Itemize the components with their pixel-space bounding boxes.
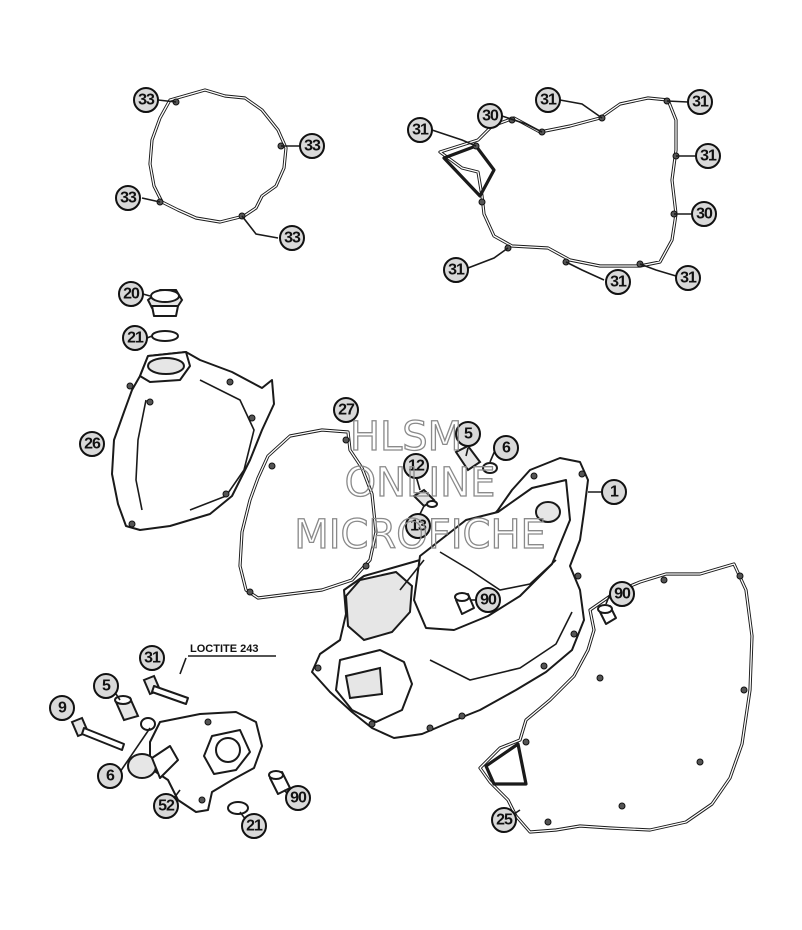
- callout-33-b: 33: [299, 133, 325, 159]
- callout-5-b: 5: [93, 673, 119, 699]
- callout-90-c: 90: [285, 785, 311, 811]
- svg-text:5: 5: [102, 678, 111, 695]
- svg-text:90: 90: [614, 586, 631, 603]
- svg-text:6: 6: [106, 768, 115, 785]
- washer-13: [426, 500, 438, 508]
- callout-90-b: 90: [609, 581, 635, 607]
- callout-31-d: 31: [695, 143, 721, 169]
- svg-text:33: 33: [304, 138, 321, 155]
- watermark-line-1: HLSM: [350, 414, 462, 460]
- callout-20: 20: [118, 281, 144, 307]
- loctite-note: LOCTITE 243: [179, 643, 276, 675]
- svg-text:30: 30: [482, 108, 499, 125]
- svg-text:31: 31: [610, 274, 627, 291]
- svg-text:1: 1: [610, 484, 619, 501]
- svg-text:31: 31: [540, 92, 557, 109]
- callout-26: 26: [79, 431, 105, 457]
- watermark-line-3: MICROFICHE: [294, 512, 546, 558]
- svg-text:6: 6: [502, 440, 511, 457]
- callout-31-c: 31: [687, 89, 713, 115]
- svg-text:21: 21: [127, 330, 144, 347]
- dowel-pin-90-a: [454, 592, 475, 615]
- callout-90-a: 90: [475, 587, 501, 613]
- plug-5-bottom: [114, 695, 140, 722]
- svg-text:31: 31: [144, 650, 161, 667]
- callout-33-c: 33: [115, 185, 141, 211]
- dowel-pin-90-c: [268, 770, 291, 795]
- svg-text:31: 31: [448, 262, 465, 279]
- svg-text:12: 12: [408, 458, 425, 475]
- callout-6-b: 6: [97, 763, 123, 789]
- svg-text:5: 5: [464, 426, 473, 443]
- callout-33-a: 33: [133, 87, 159, 113]
- gasket-25: [478, 562, 754, 834]
- bolt-31-small: [142, 674, 189, 705]
- oil-filler-plug: [146, 289, 184, 317]
- svg-text:90: 90: [290, 790, 307, 807]
- watermark-line-2: ONLINE: [345, 460, 496, 506]
- svg-text:31: 31: [692, 94, 709, 111]
- svg-text:31: 31: [700, 148, 717, 165]
- bolt-9: [70, 716, 125, 751]
- watermark: HLSM ONLINE MICROFICHE: [294, 413, 547, 558]
- svg-text:27: 27: [338, 402, 355, 419]
- callout-30-b: 30: [691, 201, 717, 227]
- callout-27: 27: [333, 397, 359, 423]
- callout-31-e: 31: [443, 257, 469, 283]
- washer-6-bottom: [140, 717, 156, 731]
- callout-21-a: 21: [122, 325, 148, 351]
- callout-30-a: 30: [477, 103, 503, 129]
- callout-31-h: 31: [139, 645, 165, 671]
- callout-31-a: 31: [407, 117, 433, 143]
- gasket-33: [148, 88, 288, 224]
- svg-text:90: 90: [480, 592, 497, 609]
- gasket-27: [238, 428, 378, 600]
- svg-text:33: 33: [138, 92, 155, 109]
- callout-33-d: 33: [279, 225, 305, 251]
- callout-31-f: 31: [605, 269, 631, 295]
- washer-6-top: [482, 462, 498, 474]
- loctite-label: LOCTITE 243: [190, 643, 258, 655]
- o-ring-21-bottom: [227, 801, 249, 815]
- water-pump-cover-52: [127, 711, 263, 813]
- callout-5-a: 5: [455, 421, 481, 447]
- callout-52: 52: [153, 793, 179, 819]
- callout-31-g: 31: [675, 265, 701, 291]
- callout-25: 25: [491, 807, 517, 833]
- svg-text:31: 31: [680, 270, 697, 287]
- callout-31-b: 31: [535, 87, 561, 113]
- callout-9: 9: [49, 695, 75, 721]
- o-ring-21-top: [151, 330, 179, 342]
- svg-text:33: 33: [284, 230, 301, 247]
- svg-text:25: 25: [496, 812, 513, 829]
- svg-text:13: 13: [410, 518, 427, 535]
- svg-text:20: 20: [123, 286, 140, 303]
- callout-21-b: 21: [241, 813, 267, 839]
- engine-case-1: [311, 457, 589, 739]
- svg-text:26: 26: [84, 436, 101, 453]
- callout-1: 1: [601, 479, 627, 505]
- svg-text:33: 33: [120, 190, 137, 207]
- gasket-30-31: [438, 96, 680, 268]
- svg-text:9: 9: [58, 700, 67, 717]
- plug-5-top: [454, 444, 482, 472]
- callout-13: 13: [405, 513, 431, 539]
- svg-text:52: 52: [158, 798, 175, 815]
- dowel-pin-90-b: [597, 604, 617, 625]
- callout-12: 12: [403, 453, 429, 479]
- callout-6-a: 6: [493, 435, 519, 461]
- clutch-cover-26: [111, 351, 275, 531]
- svg-text:30: 30: [696, 206, 713, 223]
- svg-text:21: 21: [246, 818, 263, 835]
- svg-text:31: 31: [412, 122, 429, 139]
